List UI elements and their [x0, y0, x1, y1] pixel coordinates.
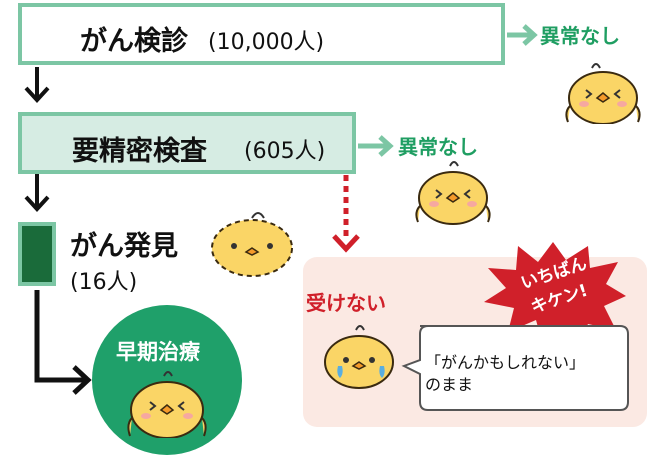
screening-title: がん検診 — [80, 26, 188, 57]
normal-label-2: 異常なし — [398, 135, 478, 159]
elbow-arrow — [34, 290, 88, 383]
detailed-title: 要精密検査 — [72, 136, 207, 167]
elbow-arrow-head — [72, 365, 92, 395]
danger-starburst — [484, 242, 626, 344]
red-dashed-arrow-head — [332, 234, 360, 253]
cancer-title: がん発見 — [70, 231, 178, 262]
cancer-marker — [18, 222, 56, 286]
screening-count: (10,000人) — [208, 30, 325, 55]
chick-happy-icon-2 — [415, 161, 491, 225]
speech-line-2: のまま — [425, 375, 474, 394]
speech-bubble — [401, 325, 629, 411]
down-arrow-1-head — [24, 86, 50, 103]
early-treatment-label: 早期治療 — [116, 340, 200, 364]
chick-treatment-icon — [127, 371, 207, 438]
screening-box: がん検診 (10,000人) — [18, 3, 505, 65]
not-taken-label: 受けない — [306, 291, 386, 315]
normal-label-1: 異常なし — [540, 24, 620, 48]
chick-worried-icon — [211, 212, 293, 277]
speech-line-1: 「がんかもしれない」 — [425, 353, 586, 372]
down-arrow-2-head — [24, 195, 50, 212]
chick-crying-icon — [324, 325, 394, 389]
flow-arrows — [24, 24, 538, 395]
cancer-count: (16人) — [70, 270, 138, 295]
detailed-count: (605人) — [244, 139, 326, 164]
chick-happy-icon-1 — [565, 63, 641, 124]
detailed-box: 要精密検査 (605人) — [18, 112, 356, 174]
